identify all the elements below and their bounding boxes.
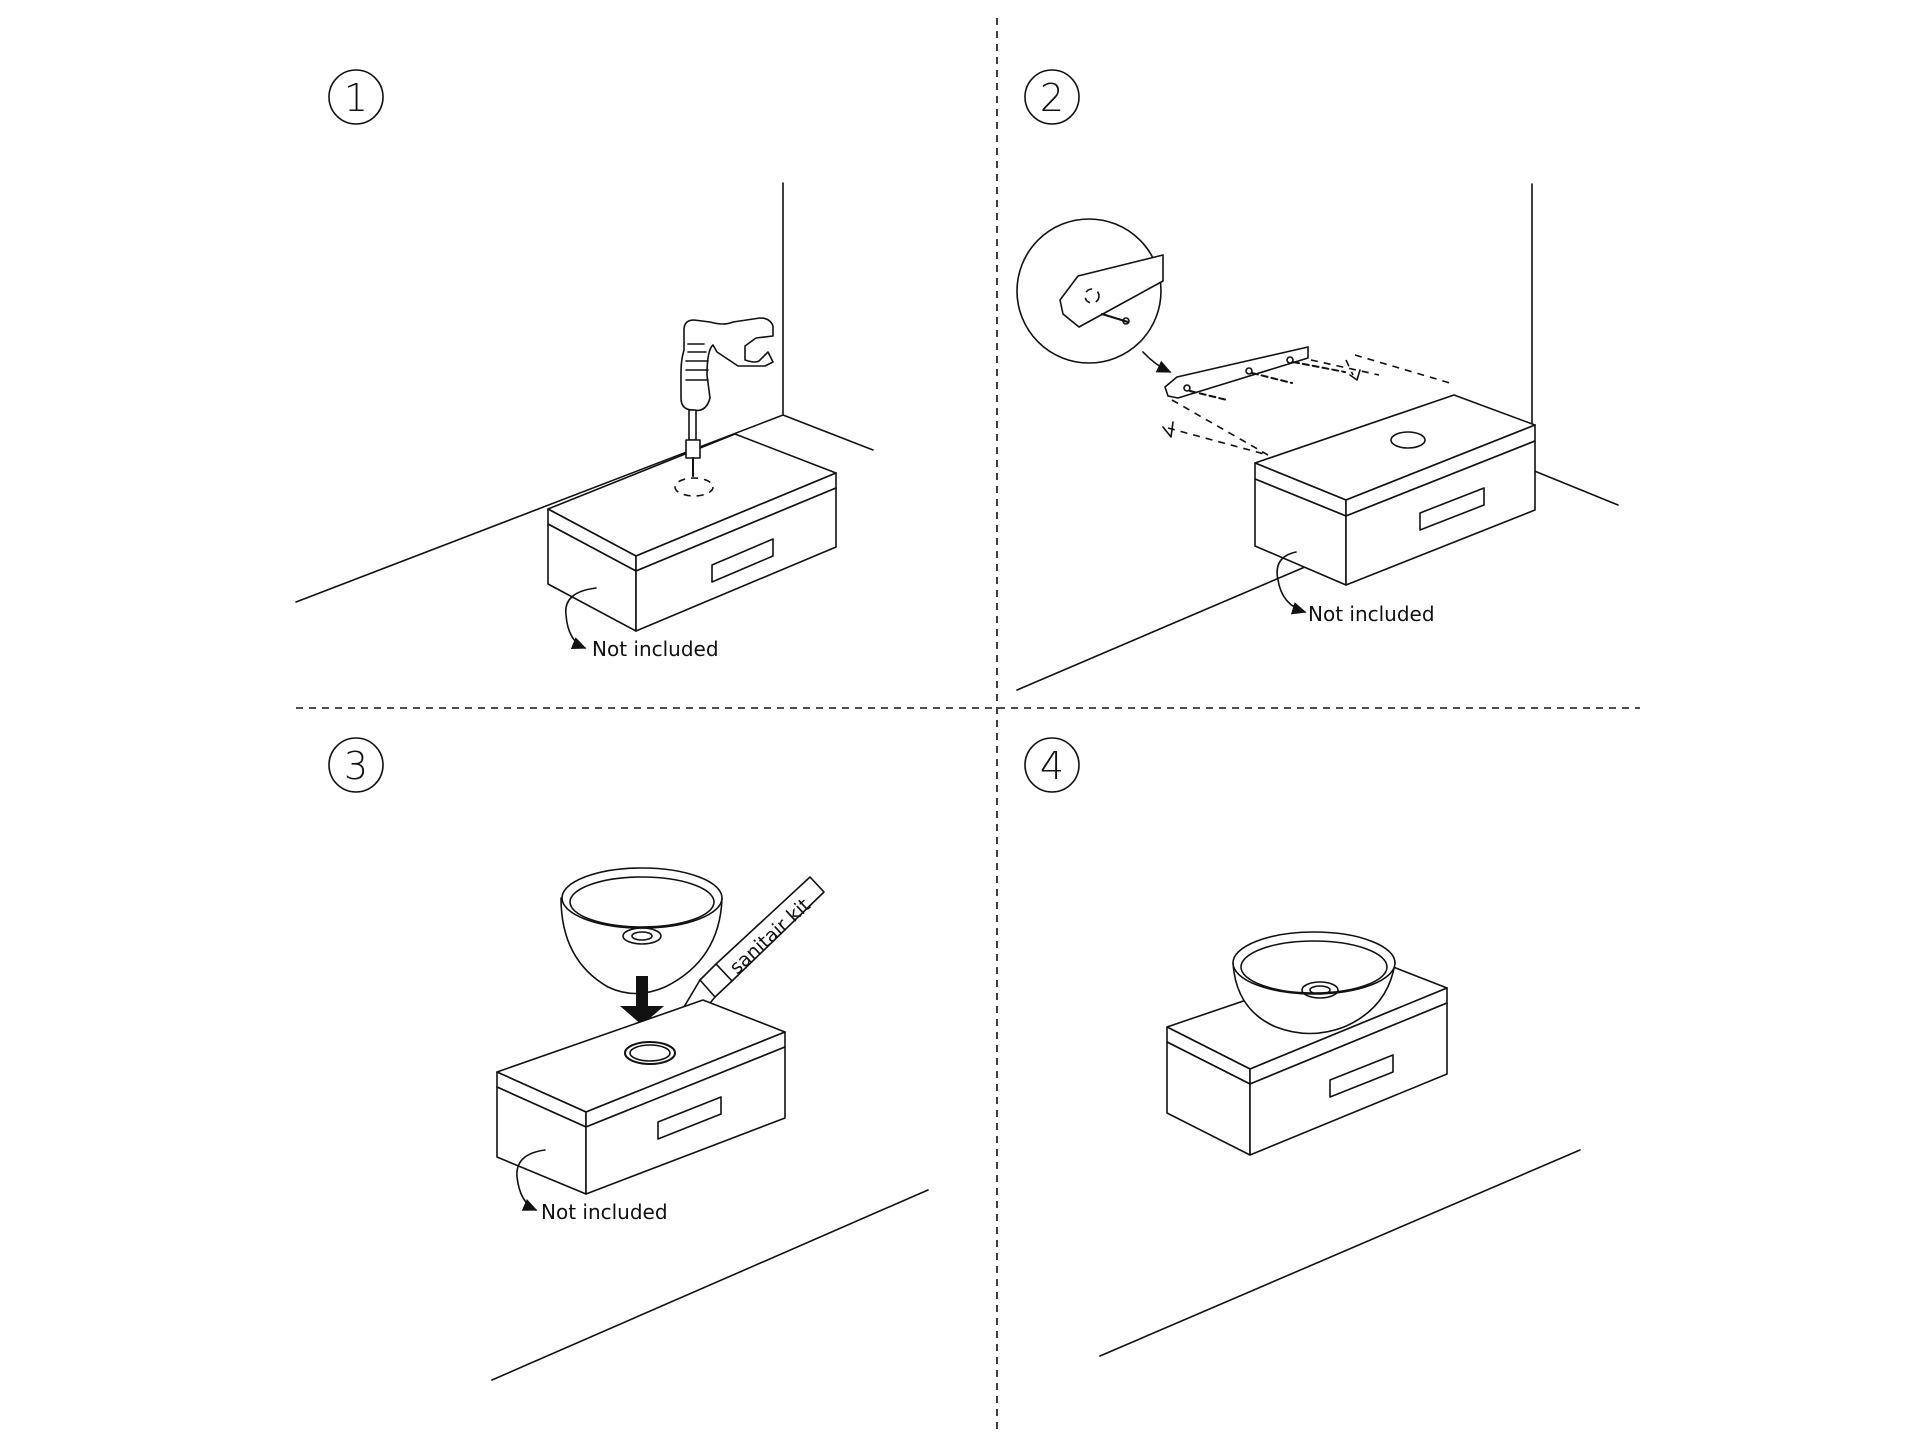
down-arrow-icon	[620, 976, 664, 1025]
step-1-badge	[328, 69, 384, 125]
step-1: 1 Not included	[295, 69, 874, 661]
step-2-cabinet	[1254, 394, 1536, 586]
sanitair-kit-label: sanitair kit	[726, 894, 815, 978]
step-3: 3 sanitair kit	[328, 737, 929, 1381]
step-2-guide-lines	[1167, 354, 1451, 456]
step-2-badge	[1024, 69, 1080, 125]
step-2-not-included: Not included	[1308, 602, 1435, 626]
step-4: 4	[1024, 737, 1581, 1357]
step-3-cabinet	[496, 999, 786, 1195]
step-3-not-included: Not included	[541, 1200, 668, 1224]
step-1-curved-arrow-icon	[565, 587, 597, 650]
step-3-curved-arrow-icon	[516, 1149, 546, 1211]
step-2-number: 2	[1040, 76, 1064, 120]
step-2: 2	[1016, 69, 1619, 691]
step-4-vessel-sink-icon	[1232, 931, 1396, 1035]
step-3-floor-line	[491, 1189, 929, 1381]
step-2-curved-arrow-icon	[1276, 551, 1307, 615]
step-3-number: 3	[344, 744, 368, 788]
step-3-badge	[328, 737, 384, 793]
drill-target-hole	[674, 477, 714, 497]
drill-icon	[680, 317, 774, 477]
step-4-number: 4	[1040, 744, 1064, 788]
step-1-not-included: Not included	[592, 637, 719, 661]
vessel-sink-icon	[560, 867, 723, 995]
step-1-room-lines	[295, 182, 874, 603]
wall-bracket-icon	[1164, 346, 1346, 401]
step-1-number: 1	[344, 76, 368, 120]
magnifier-callout-icon	[1016, 218, 1172, 373]
step-4-badge	[1024, 737, 1080, 793]
step-1-cabinet	[547, 433, 837, 632]
step-4-floor-line	[1099, 1149, 1581, 1357]
